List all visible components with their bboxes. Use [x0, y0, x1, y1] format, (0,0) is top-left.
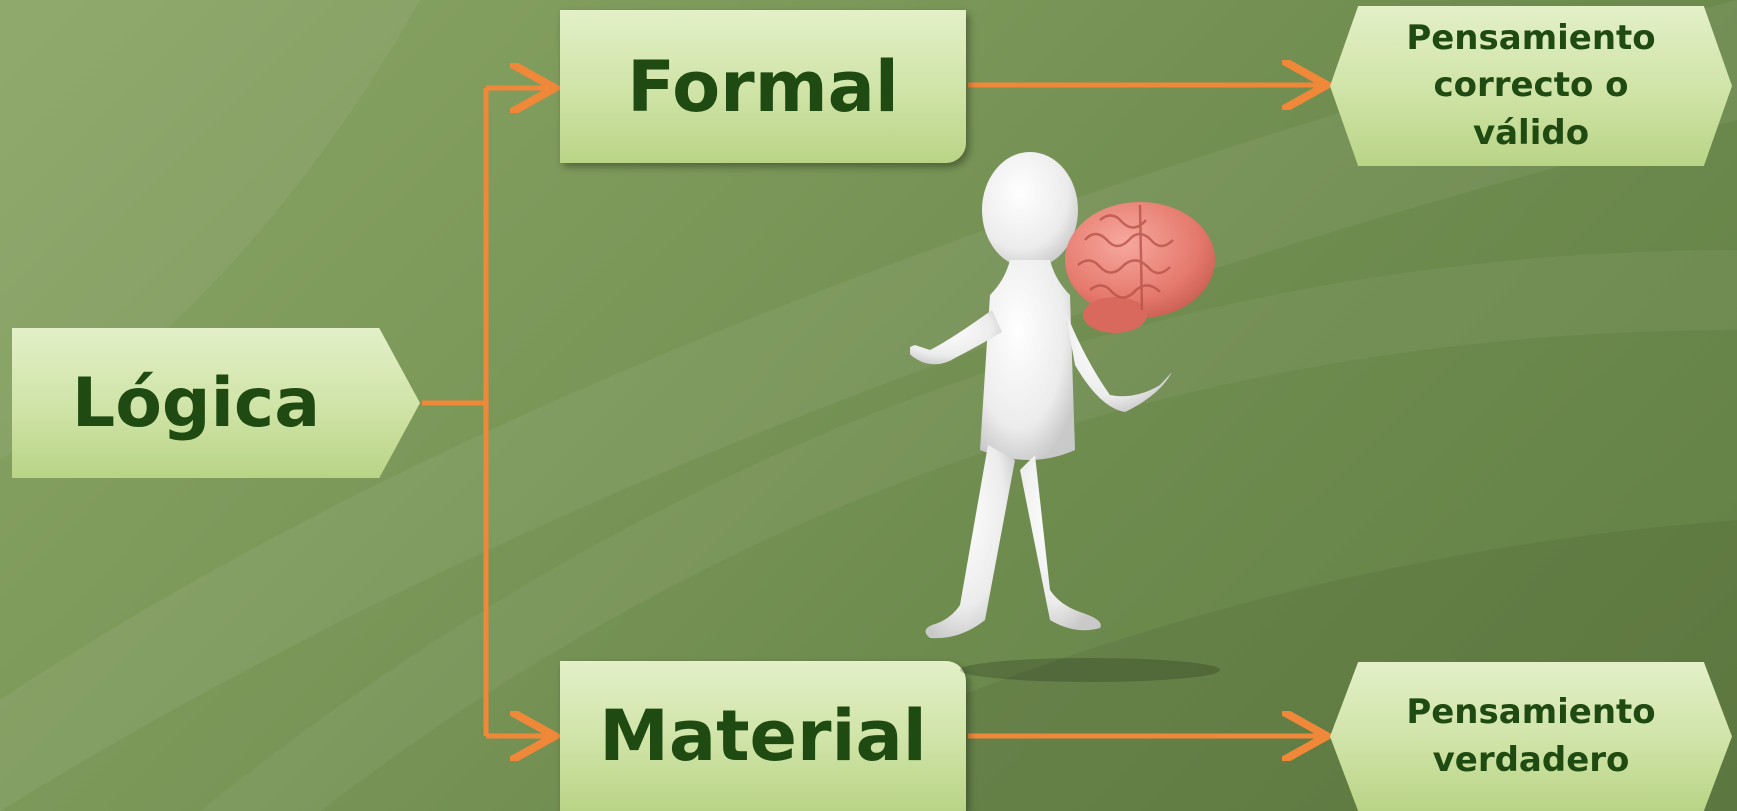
node-logica-label: Lógica [71, 363, 321, 443]
result-material-line-1: Pensamiento [1406, 691, 1656, 732]
node-result-material: Pensamiento verdadero [1330, 662, 1732, 811]
node-result-formal: Pensamiento correcto o válido [1330, 6, 1732, 166]
node-material-label: Material [599, 695, 927, 777]
brain-icon [1065, 202, 1215, 333]
result-formal-line-1: Pensamiento [1406, 17, 1656, 58]
result-formal-line-2: correcto o [1433, 65, 1629, 106]
person-figure-icon [910, 152, 1220, 682]
node-logica: Lógica [12, 328, 420, 478]
result-formal-line-3: válido [1472, 112, 1590, 153]
node-formal: Formal [560, 10, 966, 163]
node-formal-label: Formal [627, 45, 899, 128]
node-material: Material [560, 661, 966, 811]
result-material-line-2: verdadero [1432, 739, 1630, 780]
